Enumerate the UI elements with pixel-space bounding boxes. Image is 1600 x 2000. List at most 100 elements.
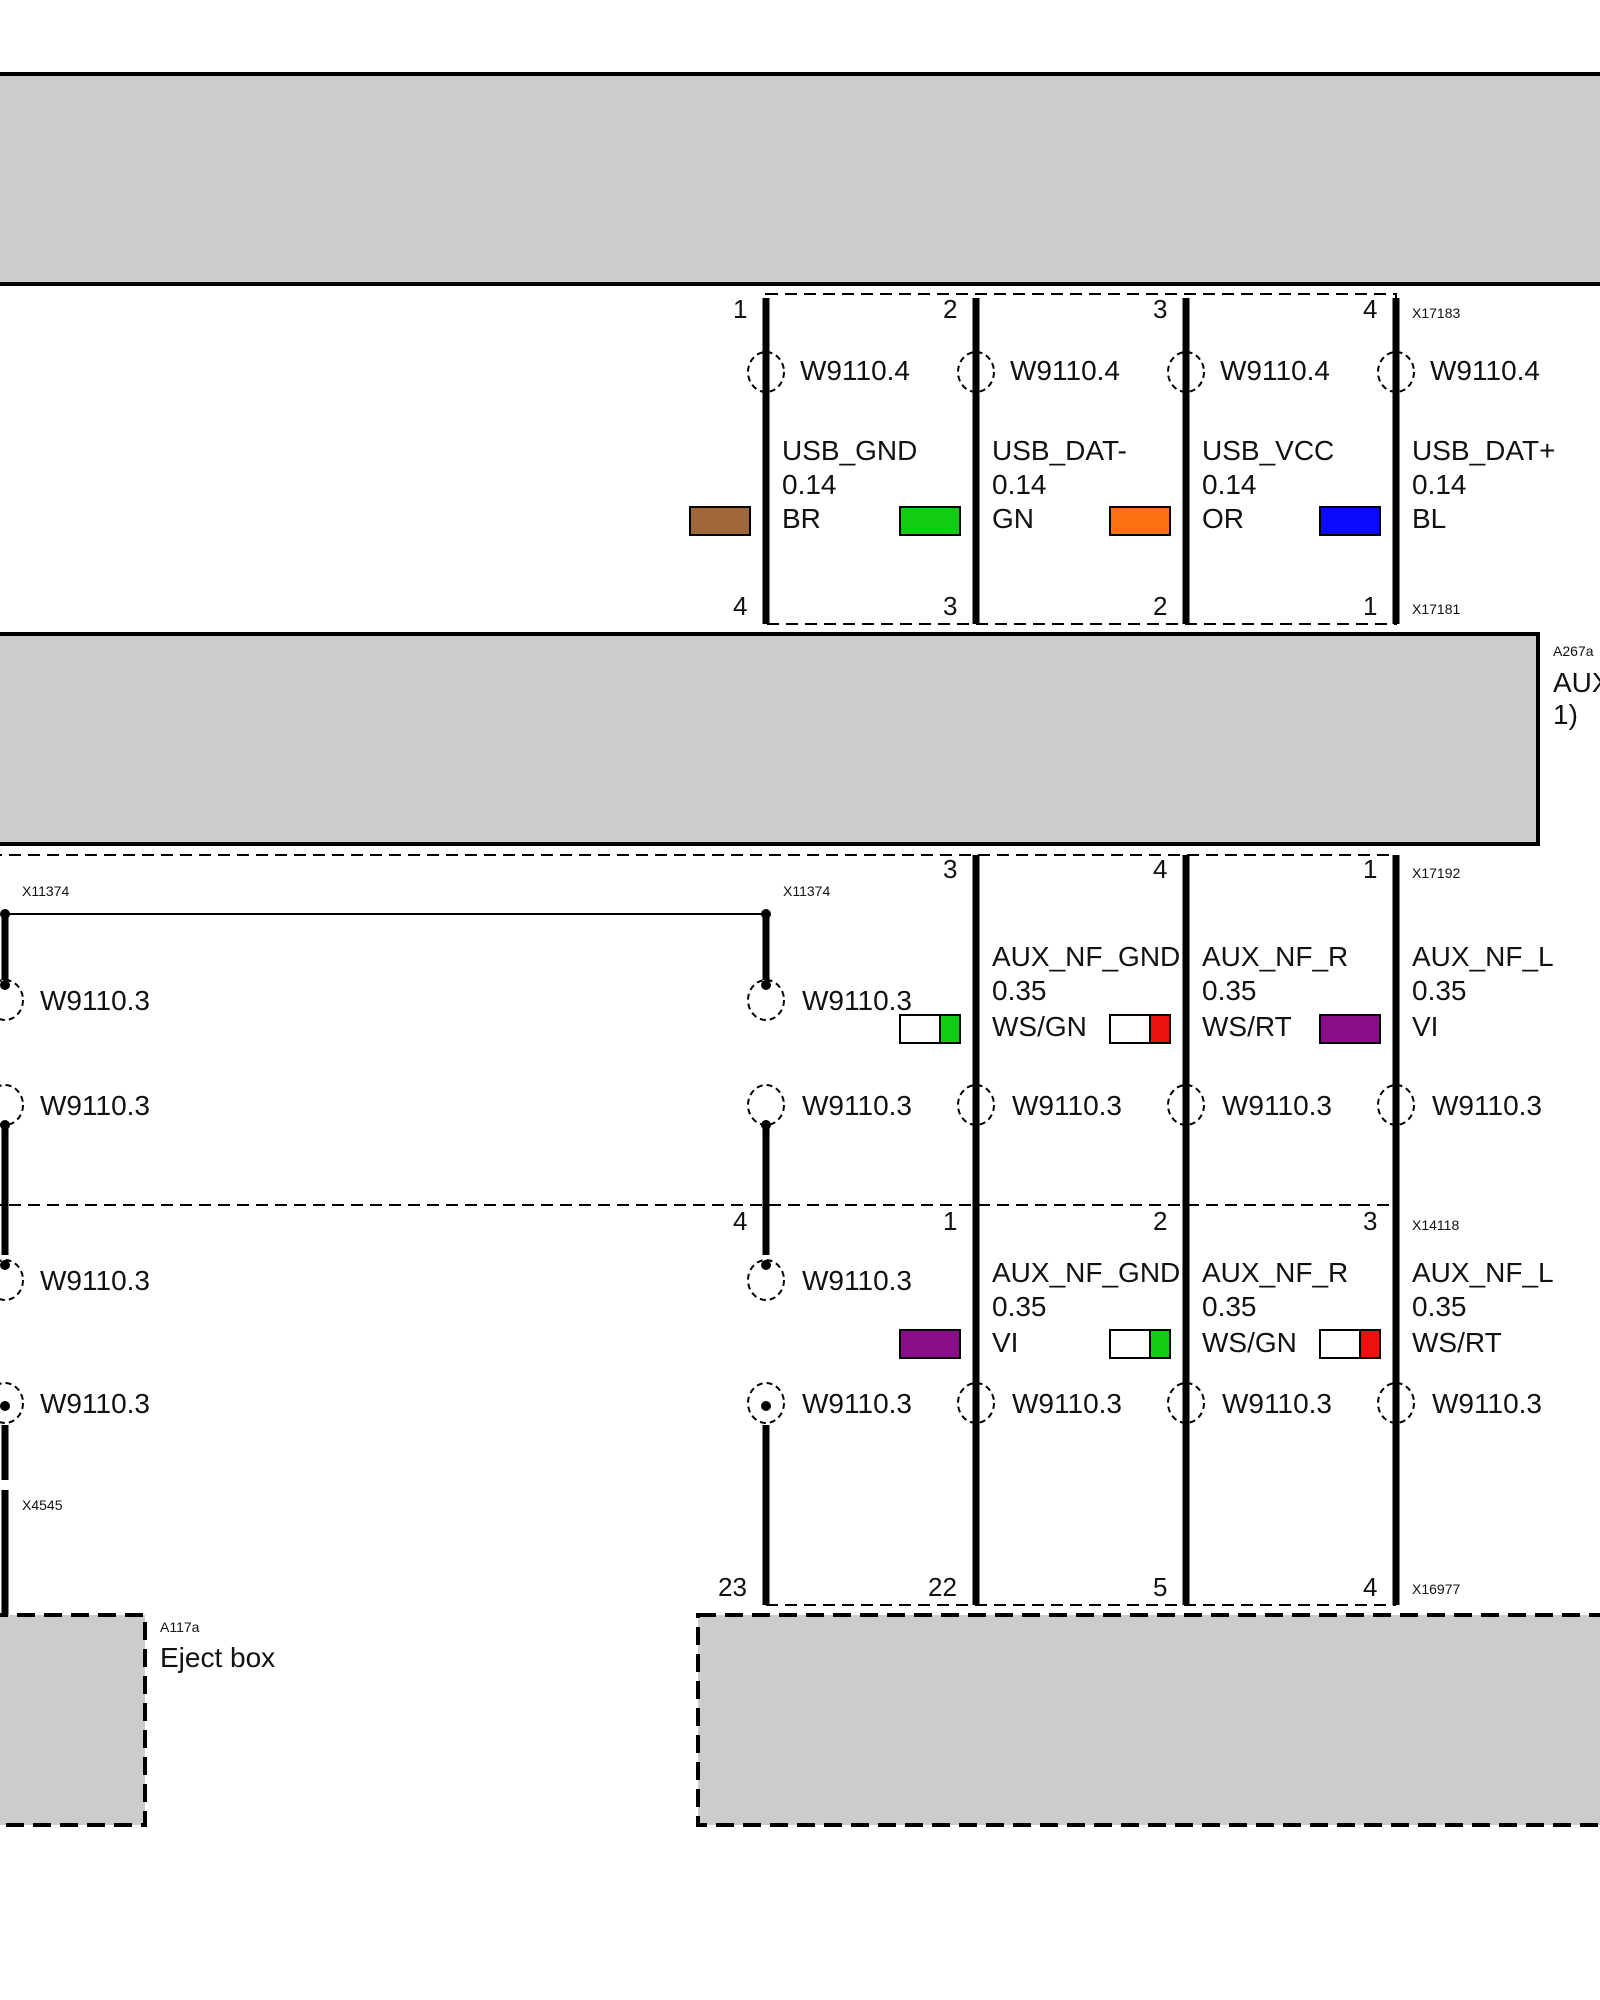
wire-size: 0.14 (992, 469, 1047, 500)
wire-color: OR (1202, 503, 1244, 534)
shield-label: W9110.3 (1432, 1090, 1542, 1121)
color-swatch-bl (1319, 506, 1381, 536)
wire-color: VI (1412, 1011, 1438, 1042)
wire-signal: AUX_NF_GND (992, 941, 1180, 972)
splice-id: X11374 (22, 883, 69, 899)
connector-id: X16977 (1412, 1581, 1460, 1597)
lower-wires (1, 1205, 1400, 1615)
shield-label: W9110.3 (40, 1265, 150, 1296)
wire-size: 0.14 (782, 469, 837, 500)
shield-label: W9110.3 (1222, 1090, 1332, 1121)
wire-color: WS/RT (1202, 1011, 1292, 1042)
color-swatch-or (1109, 506, 1171, 536)
component-name: Eject box (160, 1642, 275, 1673)
wire-signal: AUX_NF_R (1202, 1257, 1348, 1288)
pin-number: 4 (1153, 854, 1167, 884)
component-id: A267a (1553, 643, 1594, 659)
wire-signal: AUX_NF_R (1202, 941, 1348, 972)
color-swatch-ws-gn (1149, 1329, 1171, 1359)
shield-label: W9110.3 (1432, 1388, 1542, 1419)
component-name: AUX (1553, 667, 1600, 698)
shield-label: W9110.3 (40, 1388, 150, 1419)
color-swatch-ws-rt (1359, 1329, 1381, 1359)
shield-label: W9110.3 (1012, 1388, 1122, 1419)
connector-id: X4545 (22, 1497, 63, 1513)
wire-size: 0.35 (992, 975, 1047, 1006)
color-swatch-vi (1319, 1014, 1381, 1044)
color-swatch-br (689, 506, 751, 536)
pin-number: 1 (1363, 591, 1377, 621)
shield-label: W9110.4 (800, 355, 910, 386)
pin-number: 3 (1363, 1206, 1377, 1236)
color-swatch-gn (899, 506, 961, 536)
wire-color: VI (992, 1327, 1018, 1358)
pin-number: 2 (1153, 591, 1167, 621)
wire-color: WS/RT (1412, 1327, 1502, 1358)
color-swatch-vi (899, 1329, 961, 1359)
wire-color: WS/GN (992, 1011, 1087, 1042)
pin-number: 22 (928, 1572, 957, 1602)
shield-label: W9110.4 (1430, 355, 1540, 386)
middle-shield-marks (0, 979, 1415, 1126)
wire-signal: USB_DAT+ (1412, 435, 1555, 466)
shield-label: W9110.3 (802, 1265, 912, 1296)
wire-size: 0.14 (1202, 469, 1257, 500)
connector-id: X14118 (1412, 1217, 1459, 1233)
pin-number: 4 (733, 591, 747, 621)
shield-label: W9110.3 (40, 1090, 150, 1121)
connector-id: X17192 (1412, 865, 1460, 881)
wire-color: WS/GN (1202, 1327, 1297, 1358)
lower-shield-marks (0, 1259, 1415, 1424)
shield-label: W9110.4 (1010, 355, 1120, 386)
wire-signal: AUX_NF_L (1412, 1257, 1554, 1288)
pin-number: 4 (1363, 1572, 1377, 1602)
upper-shield-marks (747, 351, 1415, 393)
pin-number: 2 (1153, 1206, 1167, 1236)
shield-label: W9110.4 (1220, 355, 1330, 386)
wire-color: GN (992, 503, 1034, 534)
pin-number: 2 (943, 294, 957, 324)
wire-color: BL (1412, 503, 1446, 534)
pin-number: 1 (733, 294, 747, 324)
wire-signal: AUX_NF_L (1412, 941, 1554, 972)
bottom-module-box (696, 1613, 1600, 1827)
connector-id: X17181 (1412, 601, 1460, 617)
pin-number: 4 (1363, 294, 1377, 324)
shield-label: W9110.3 (802, 1388, 912, 1419)
color-swatch-ws-rt (1149, 1014, 1171, 1044)
wire-size: 0.35 (1202, 1291, 1257, 1322)
splice-id: X11374 (783, 883, 830, 899)
wire-signal: AUX_NF_GND (992, 1257, 1180, 1288)
pin-number: 3 (1153, 294, 1167, 324)
connector-id: X17183 (1412, 305, 1460, 321)
pin-number: 4 (733, 1206, 747, 1236)
wire-size: 0.35 (992, 1291, 1047, 1322)
pin-number: 3 (943, 854, 957, 884)
wire-color: BR (782, 503, 821, 534)
pin-number: 1 (1363, 854, 1377, 884)
shield-label: W9110.3 (1012, 1090, 1122, 1121)
pin-number: 5 (1153, 1572, 1167, 1602)
wire-signal: USB_GND (782, 435, 917, 466)
shield-label: W9110.3 (40, 985, 150, 1016)
eject-box-module (0, 1613, 147, 1827)
wire-signal: USB_VCC (1202, 435, 1334, 466)
wire-size: 0.35 (1412, 975, 1467, 1006)
shield-label: W9110.3 (802, 985, 912, 1016)
wire-size: 0.14 (1412, 469, 1467, 500)
pin-number: 23 (718, 1572, 747, 1602)
shield-label: W9110.3 (802, 1090, 912, 1121)
component-id: A117a (160, 1619, 200, 1635)
top-module-box (0, 72, 1600, 286)
wire-signal: USB_DAT- (992, 435, 1127, 466)
middle-wires (1, 855, 1400, 1205)
color-swatch-ws-gn (939, 1014, 961, 1044)
wire-size: 0.35 (1412, 1291, 1467, 1322)
wire-size: 0.35 (1202, 975, 1257, 1006)
shield-label: W9110.3 (1222, 1388, 1332, 1419)
pin-number: 1 (943, 1206, 957, 1236)
upper-wires (762, 298, 1400, 624)
pin-number: 3 (943, 591, 957, 621)
component-note: 1) (1553, 699, 1578, 730)
